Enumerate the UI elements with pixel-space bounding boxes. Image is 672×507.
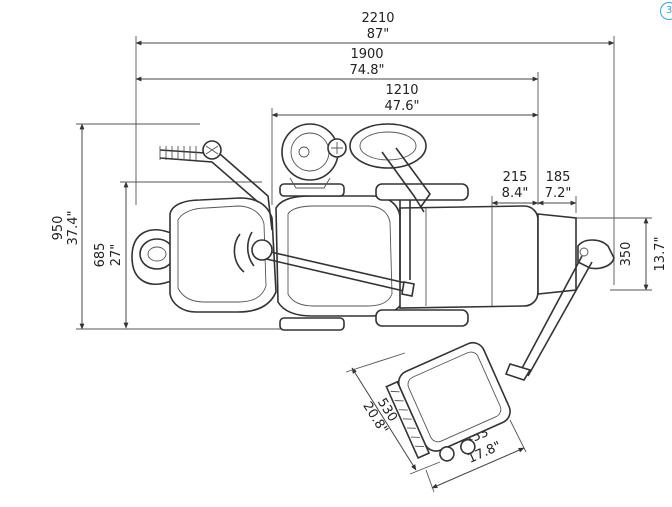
- dim-upper-length-in: 47.6": [385, 99, 420, 114]
- dim-foot-gap-in: 7.2": [545, 186, 572, 201]
- dim-foot-gap-mm: 185: [546, 170, 571, 185]
- dim-body-width-mm: 685: [93, 243, 108, 268]
- dim-seat-gap-in: 8.4": [502, 186, 529, 201]
- dim-chair-length-in: 74.8": [350, 63, 385, 78]
- dim-body-width-in: 27": [109, 244, 124, 267]
- armrest-top: [279, 183, 345, 197]
- seat: [275, 195, 405, 317]
- dim-seat-gap-mm: 215: [503, 170, 528, 185]
- side-panel-bottom: [375, 309, 469, 327]
- dim-overall-width-in: 37.4": [66, 211, 81, 246]
- overhead-tray: [349, 123, 427, 169]
- dim-tray-width-line: [431, 447, 525, 489]
- dim-overall-length-in: 87": [367, 27, 390, 42]
- corner-badge: 3: [660, 2, 672, 20]
- dimension-lines: 2210 87" 1900 74.8" 1210 47.6" 215 8.4" …: [51, 11, 668, 493]
- dim-overall-width-mm: 950: [51, 216, 66, 241]
- dim-upper-length-mm: 1210: [385, 83, 418, 98]
- dim-foot-width-mm: 350: [619, 242, 634, 267]
- dim-overall-length-mm: 2210: [361, 11, 394, 26]
- operating-light-arm: [261, 249, 411, 285]
- leg-rest: [399, 205, 539, 309]
- base-plate: [537, 213, 577, 295]
- doctor-tray: [385, 341, 511, 462]
- armrest-bottom: [279, 317, 345, 331]
- dim-chair-length-mm: 1900: [350, 47, 383, 62]
- light-pivot: [251, 239, 273, 261]
- dental-chair-drawing: [131, 123, 615, 462]
- foot-control: [577, 239, 615, 270]
- dim-foot-width-in: 13.7": [653, 237, 668, 272]
- delivery-arm: [519, 255, 583, 373]
- dim-tray-length-line: [351, 367, 417, 471]
- backrest: [169, 197, 277, 313]
- side-panel-top: [375, 183, 469, 201]
